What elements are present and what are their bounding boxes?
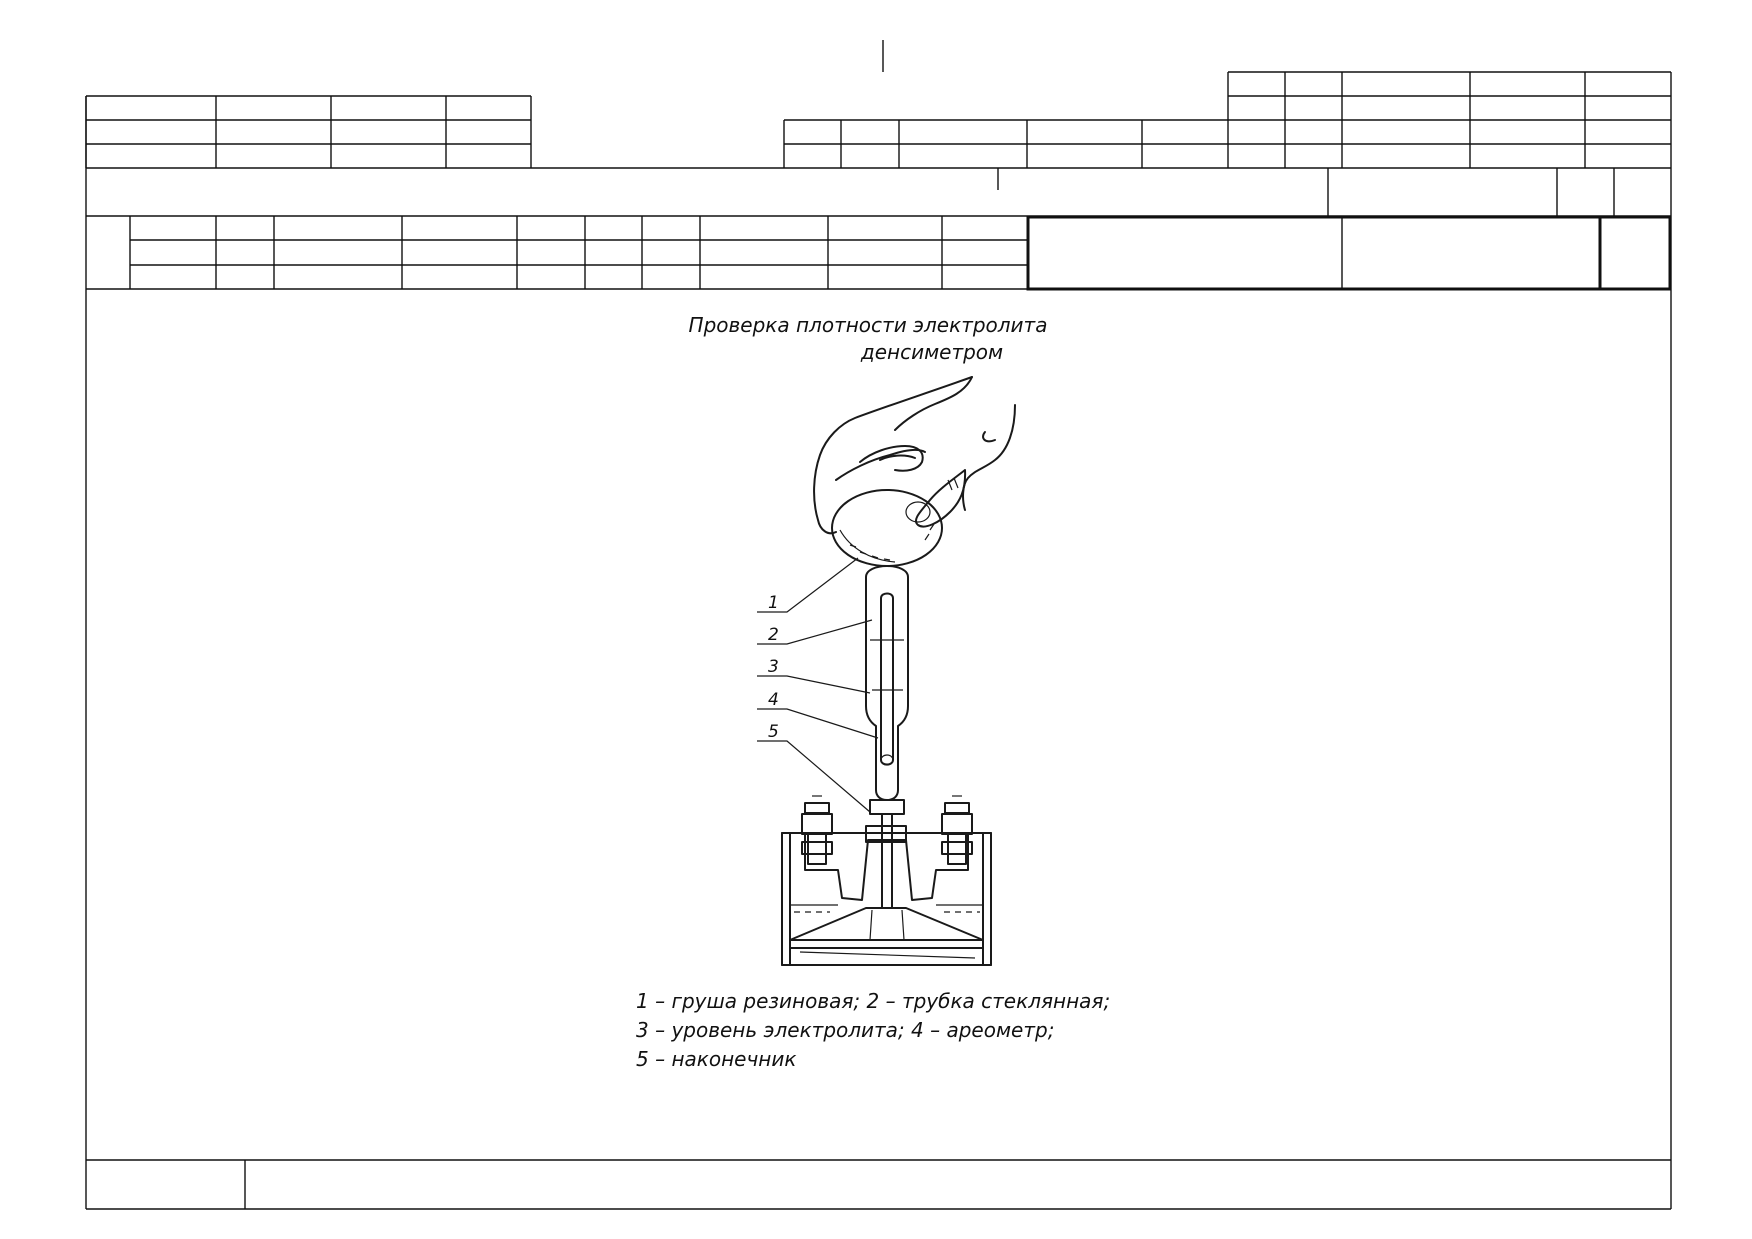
hydrometer-illustration bbox=[757, 376, 1016, 966]
callout-3: 3 bbox=[768, 657, 779, 677]
callout-2: 2 bbox=[768, 625, 779, 645]
terminal-left bbox=[801, 795, 833, 865]
caption-line-3: 5 – наконечник bbox=[636, 1047, 796, 1071]
glass-tube bbox=[865, 565, 909, 909]
caption-line-2: 3 – уровень электролита; 4 – ареометр; bbox=[636, 1018, 1054, 1042]
caption-line-1: 1 – груша резиновая; 2 – трубка стеклянн… bbox=[636, 989, 1110, 1013]
figure-title-line-1: Проверка плотности электролита bbox=[689, 313, 1048, 337]
callout-leaders bbox=[757, 557, 879, 813]
drawing-frame bbox=[85, 96, 1672, 1210]
rubber-bulb bbox=[831, 489, 943, 567]
title-block-top bbox=[85, 40, 1672, 291]
callout-1: 1 bbox=[768, 593, 779, 613]
hand-drawing bbox=[813, 376, 1016, 535]
callout-4: 4 bbox=[768, 690, 779, 710]
figure-title-line-2: денсиметром bbox=[860, 340, 1003, 364]
battery-cell bbox=[781, 795, 992, 966]
callout-5: 5 bbox=[768, 722, 779, 742]
terminal-right bbox=[941, 795, 973, 865]
